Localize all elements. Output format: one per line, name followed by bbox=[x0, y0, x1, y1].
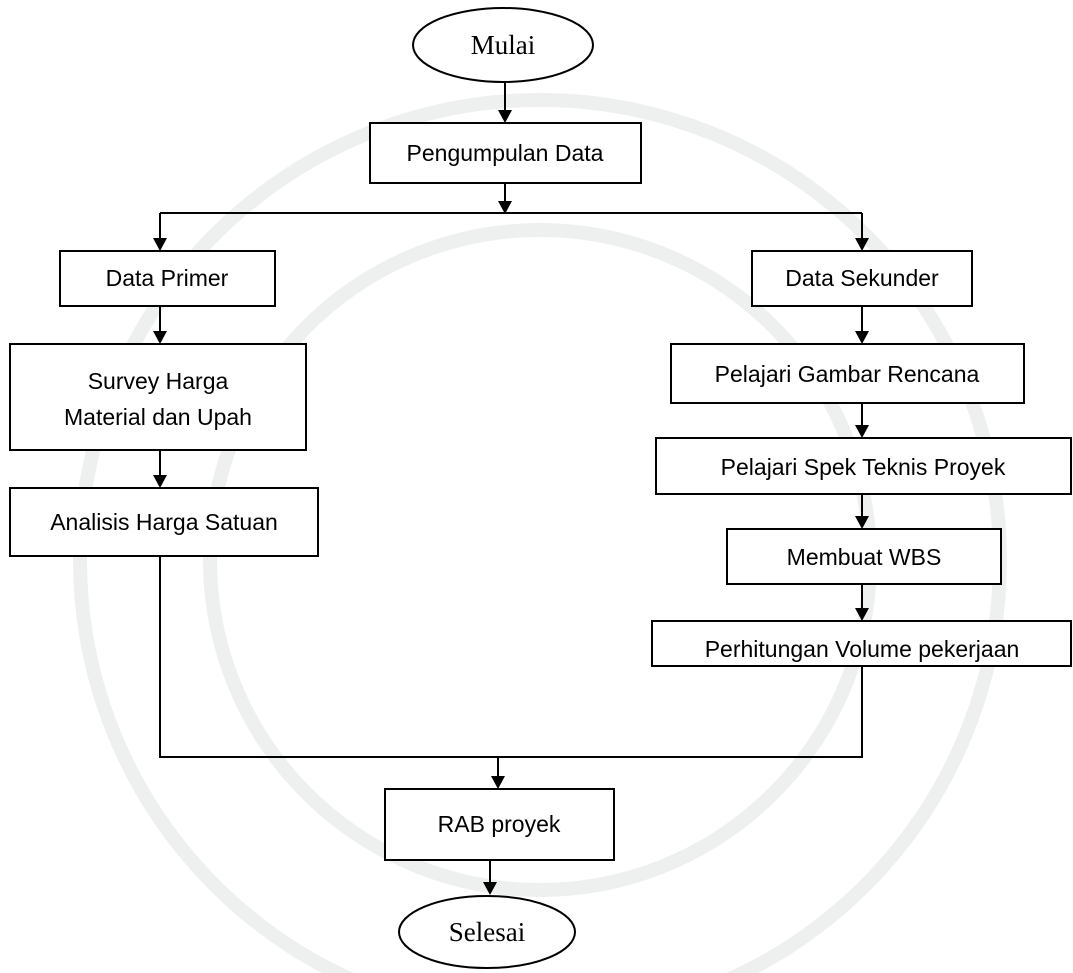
wbs-box: Membuat WBS bbox=[726, 528, 1002, 585]
secondary-data-box: Data Sekunder bbox=[751, 250, 973, 307]
end-label: Selesai bbox=[449, 917, 525, 947]
start-label: Mulai bbox=[471, 30, 536, 60]
survey-label-line1: Survey Harga bbox=[88, 368, 229, 394]
arrowhead bbox=[855, 238, 869, 251]
arrowhead bbox=[153, 238, 167, 251]
collect-box: Pengumpulan Data bbox=[369, 122, 642, 184]
arrowhead bbox=[855, 425, 869, 438]
start-terminator: Mulai bbox=[412, 7, 594, 83]
survey-label-line2: Material dan Upah bbox=[64, 404, 252, 430]
wbs-label: Membuat WBS bbox=[787, 544, 942, 570]
volume-box: Perhitungan Volume pekerjaan bbox=[651, 620, 1072, 667]
arrowhead bbox=[491, 776, 505, 789]
specs-box: Pelajari Spek Teknis Proyek bbox=[655, 437, 1072, 495]
arrowhead bbox=[483, 882, 497, 895]
analysis-label: Analisis Harga Satuan bbox=[50, 509, 278, 535]
arrowhead bbox=[153, 475, 167, 488]
arrowhead bbox=[855, 608, 869, 621]
connector-merge bbox=[159, 556, 863, 758]
plans-box: Pelajari Gambar Rencana bbox=[670, 343, 1025, 404]
primary-data-box: Data Primer bbox=[59, 250, 276, 307]
specs-label: Pelajari Spek Teknis Proyek bbox=[721, 454, 1006, 480]
collect-label: Pengumpulan Data bbox=[407, 140, 604, 166]
primary-data-label: Data Primer bbox=[106, 265, 229, 291]
secondary-data-label: Data Sekunder bbox=[785, 265, 939, 291]
arrowhead bbox=[498, 201, 512, 214]
end-terminator: Selesai bbox=[398, 895, 576, 969]
survey-box: Survey Harga Material dan Upah bbox=[9, 343, 307, 451]
arrowhead bbox=[153, 331, 167, 344]
connectors bbox=[153, 82, 869, 895]
rab-box: RAB proyek bbox=[384, 788, 615, 861]
analysis-box: Analisis Harga Satuan bbox=[9, 487, 319, 557]
volume-label: Perhitungan Volume pekerjaan bbox=[705, 636, 1020, 662]
arrowhead bbox=[498, 110, 512, 123]
arrowhead bbox=[855, 516, 869, 529]
rab-label: RAB proyek bbox=[438, 811, 561, 837]
plans-label: Pelajari Gambar Rencana bbox=[715, 361, 980, 387]
arrowhead bbox=[855, 331, 869, 344]
